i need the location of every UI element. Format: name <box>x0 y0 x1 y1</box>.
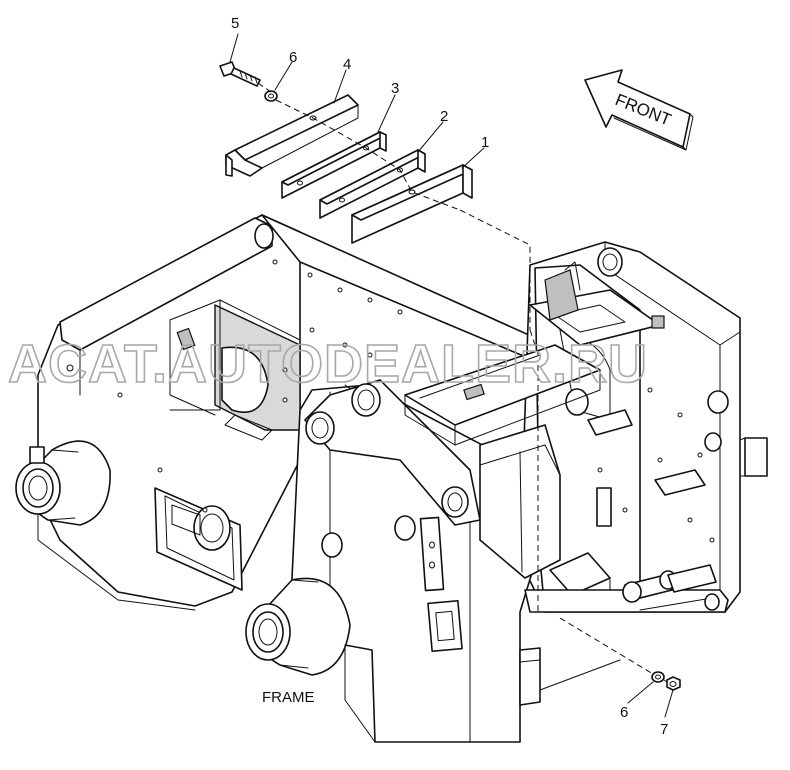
callout-1: 1 <box>481 134 489 151</box>
callout-4: 4 <box>343 56 351 73</box>
right-axle-hub <box>245 577 351 676</box>
callout-6-top: 6 <box>289 49 297 66</box>
part-6-washer-top <box>264 90 278 102</box>
callouts: 5 6 4 3 2 1 6 7 <box>231 15 668 738</box>
left-axle-hub <box>15 440 111 526</box>
watermark: ACAT.AUTODEALER.RU <box>8 334 648 394</box>
callout-2: 2 <box>440 108 448 125</box>
diagram-caption: FRAME <box>262 689 315 706</box>
centre-housing <box>479 424 561 579</box>
part-4-cover-bracket <box>225 94 359 177</box>
leader-lines <box>229 33 674 718</box>
vertical-slot-plate <box>596 487 612 527</box>
side-tab <box>654 469 706 496</box>
callout-7: 7 <box>660 721 668 738</box>
part-1-spacer-block <box>351 164 473 244</box>
part-6-washer-bottom <box>651 671 665 683</box>
callout-3: 3 <box>391 80 399 97</box>
lower-cross-pipes <box>524 564 729 613</box>
left-access-plate <box>154 487 243 591</box>
callout-5: 5 <box>231 15 239 32</box>
front-direction-arrow: FRONT <box>584 69 694 151</box>
left-lower-skirt <box>37 494 196 611</box>
callout-6-bottom: 6 <box>620 704 628 721</box>
part-3-plate <box>281 131 387 199</box>
part-2-plate <box>319 149 426 219</box>
left-top-rail <box>59 217 273 351</box>
part-7-nut <box>666 676 681 691</box>
bottom-rail <box>519 647 541 706</box>
bolt-holes <box>66 259 715 543</box>
assembly-lines <box>257 82 668 683</box>
frame-assembly <box>15 214 768 743</box>
rear-tab <box>587 409 633 436</box>
part-5-bolt <box>219 61 261 87</box>
handle-slot <box>427 599 463 653</box>
